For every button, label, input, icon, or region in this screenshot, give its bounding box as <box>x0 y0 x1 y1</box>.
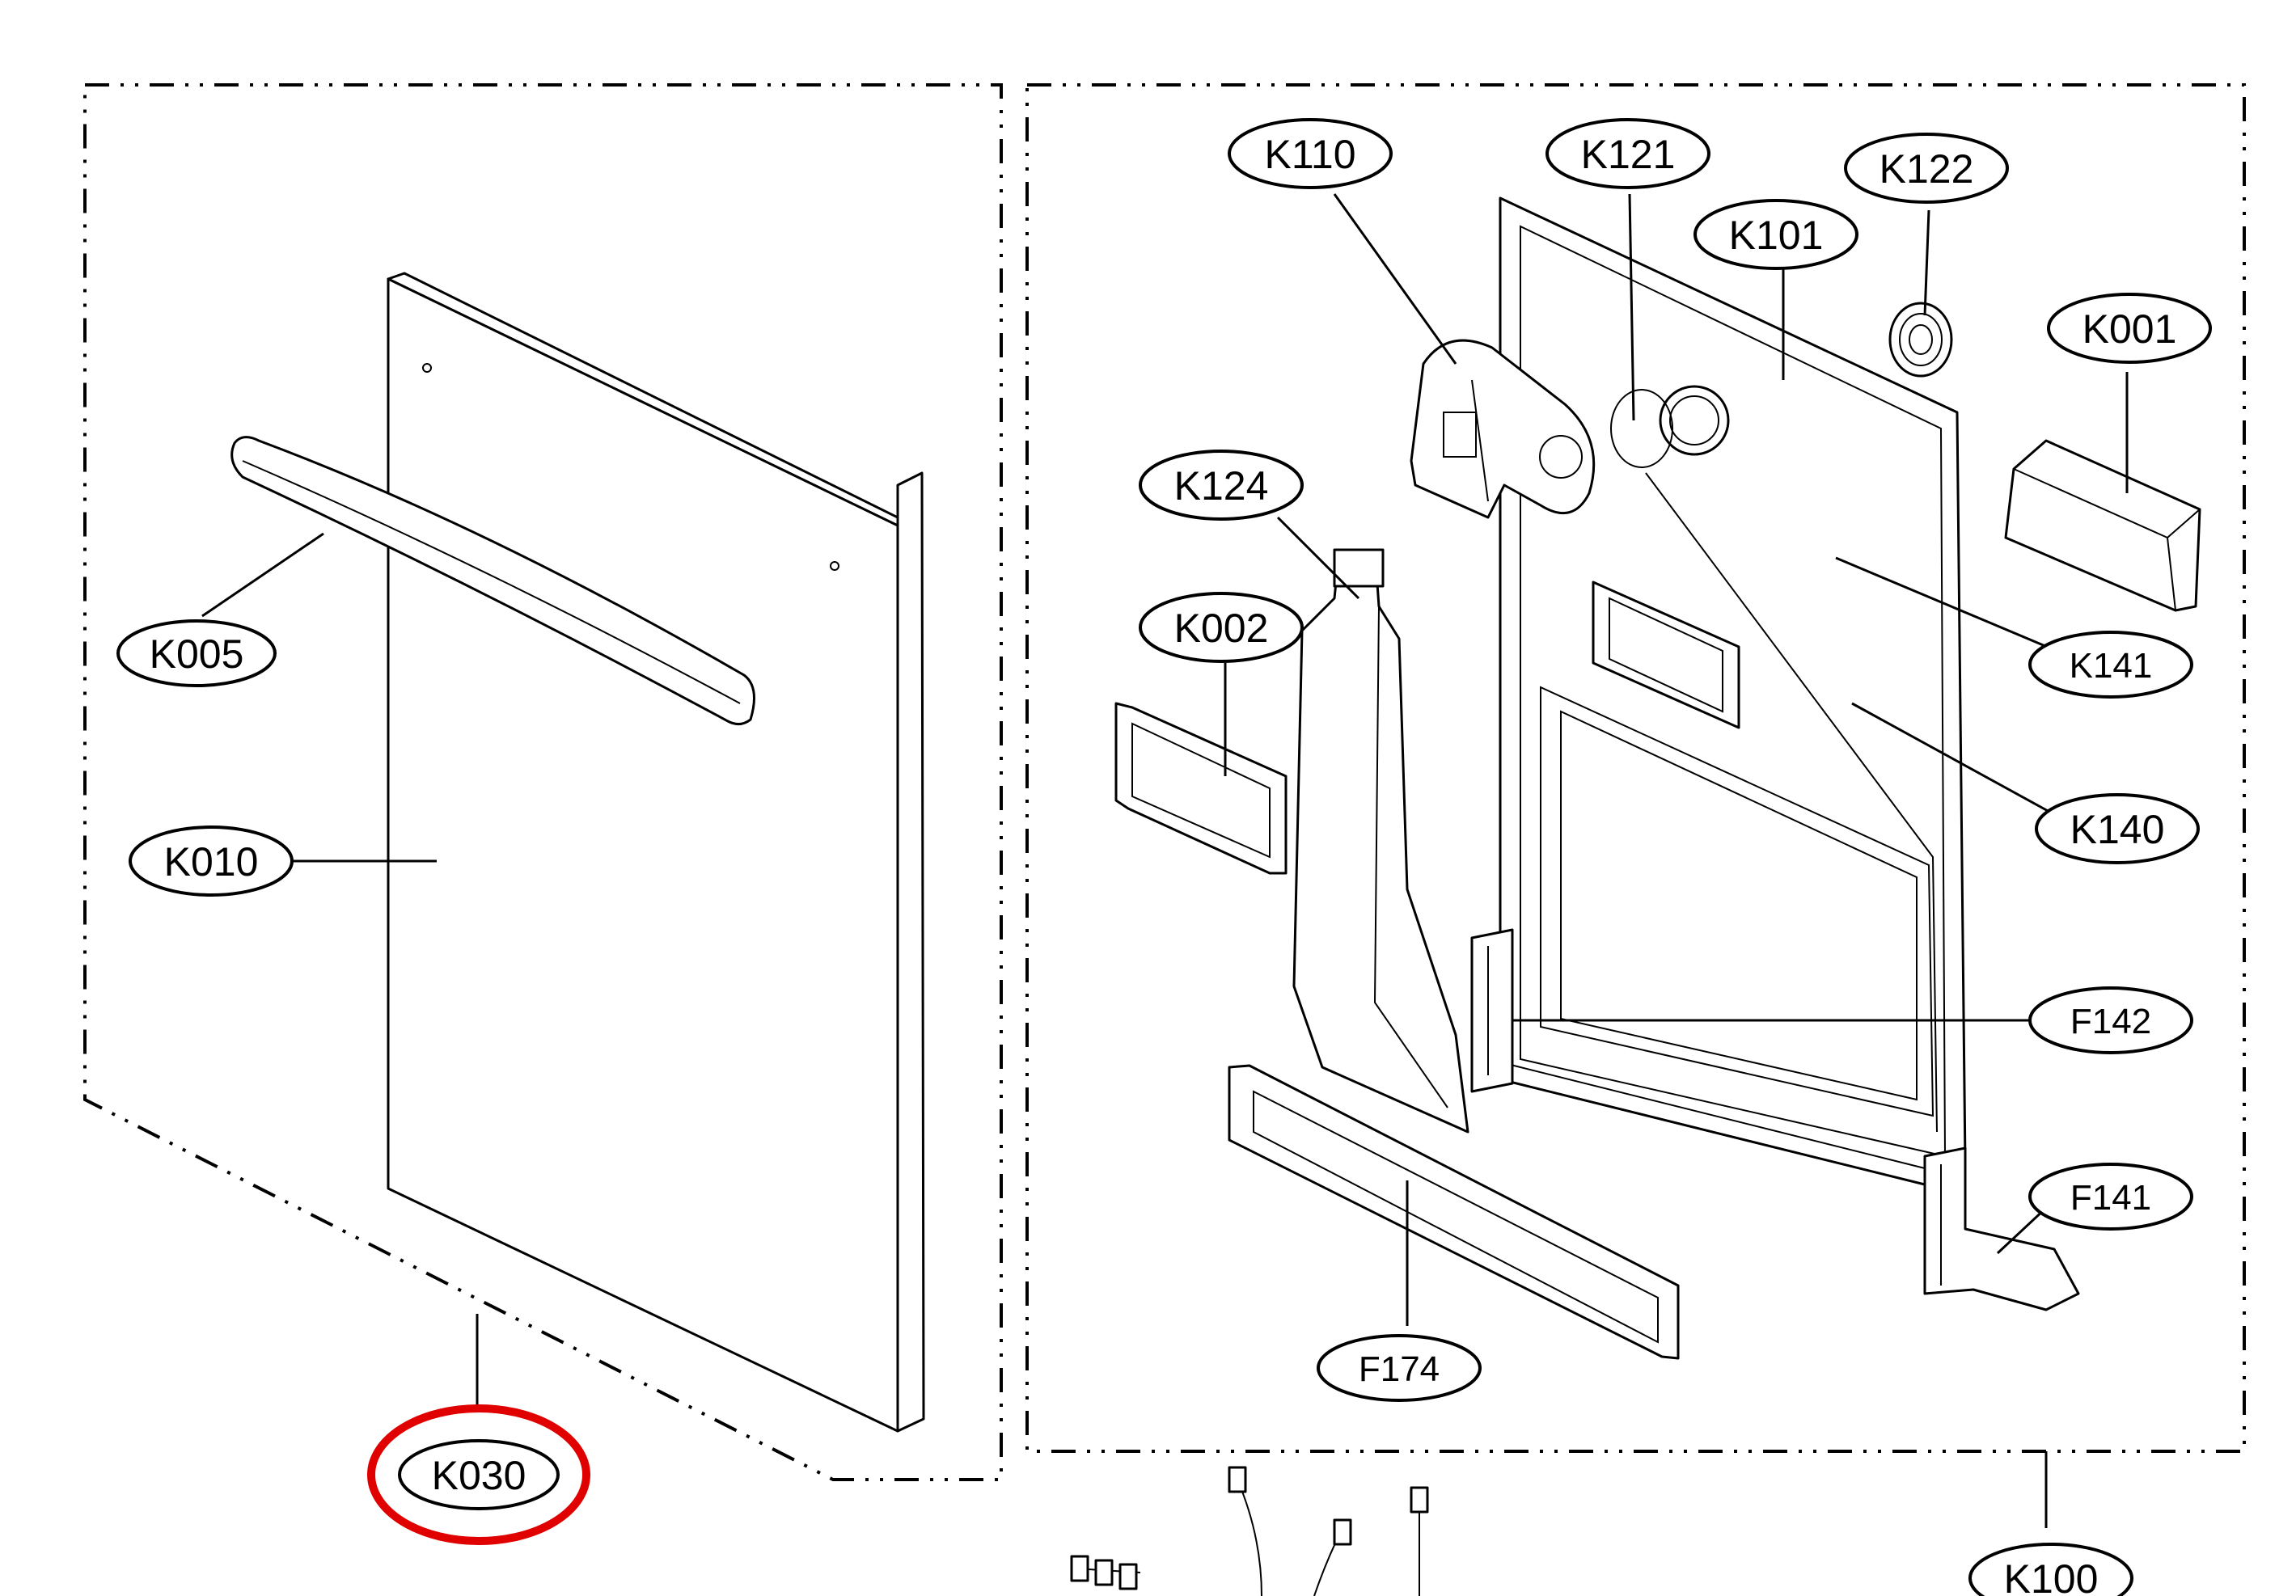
leader-lines <box>201 193 2129 1528</box>
insulation-duct-drawing <box>1292 548 1469 1134</box>
svg-text:F142: F142 <box>2070 1002 2151 1041</box>
wiring-harness-drawing <box>1070 1466 1429 1596</box>
callout-k140[interactable]: K140 <box>2035 793 2200 864</box>
door-handle-drawing <box>230 436 755 725</box>
svg-text:K005: K005 <box>150 631 244 677</box>
callout-k110[interactable]: K110 <box>1228 118 1393 189</box>
svg-text:F141: F141 <box>2070 1178 2151 1218</box>
vent-assembly-drawing <box>1410 339 1596 519</box>
svg-text:K010: K010 <box>164 839 259 885</box>
callout-k002[interactable]: K002 <box>1139 592 1304 663</box>
callout-k122[interactable]: K122 <box>1844 133 2009 204</box>
callout-k100[interactable]: K100 <box>1968 1543 2133 1596</box>
svg-text:K002: K002 <box>1174 606 1269 651</box>
svg-text:F174: F174 <box>1359 1349 1440 1389</box>
svg-text:K141: K141 <box>2070 646 2153 686</box>
callout-k010[interactable]: K010 <box>129 825 294 897</box>
svg-text:K110: K110 <box>1264 132 1355 177</box>
svg-text:K101: K101 <box>1729 213 1824 258</box>
callout-f142[interactable]: F142 <box>2028 986 2193 1054</box>
svg-text:K122: K122 <box>1880 146 1974 192</box>
inner-door-liner-drawing <box>1499 196 1967 1190</box>
callout-k121[interactable]: K121 <box>1545 118 1710 189</box>
callout-f174[interactable]: F174 <box>1317 1334 1482 1402</box>
callout-k001[interactable]: K001 <box>2047 293 2212 364</box>
svg-text:K124: K124 <box>1174 463 1269 509</box>
svg-text:K140: K140 <box>2070 807 2165 852</box>
callout-k141[interactable]: K141 <box>2028 631 2193 699</box>
svg-text:K001: K001 <box>2082 306 2177 352</box>
control-module-drawing <box>2004 439 2201 612</box>
callout-k005[interactable]: K005 <box>116 619 277 687</box>
svg-text:K121: K121 <box>1581 132 1676 177</box>
hinge-left-drawing <box>1470 928 1514 1093</box>
toe-plate-drawing <box>1228 1064 1680 1360</box>
inner-door-group-outline <box>1025 83 2246 1453</box>
selected-part-highlight <box>367 1404 590 1545</box>
svg-text:K100: K100 <box>2004 1556 2099 1596</box>
svg-text:K030: K030 <box>432 1453 526 1498</box>
grommet-drawing <box>1888 302 1953 378</box>
hinge-right-drawing <box>1923 1146 2080 1311</box>
callout-k124[interactable]: K124 <box>1139 450 1304 521</box>
gasket-ring-drawing <box>1610 389 1673 468</box>
tube-drawing <box>1645 472 1938 1133</box>
door-panel-group-outline <box>83 83 1003 1481</box>
bracket-drawing <box>1114 702 1288 875</box>
callout-f141[interactable]: F141 <box>2028 1163 2193 1231</box>
door-panel-drawing <box>387 272 925 1433</box>
callout-k030[interactable]: K030 <box>367 1404 590 1545</box>
callout-k101[interactable]: K101 <box>1693 199 1858 270</box>
